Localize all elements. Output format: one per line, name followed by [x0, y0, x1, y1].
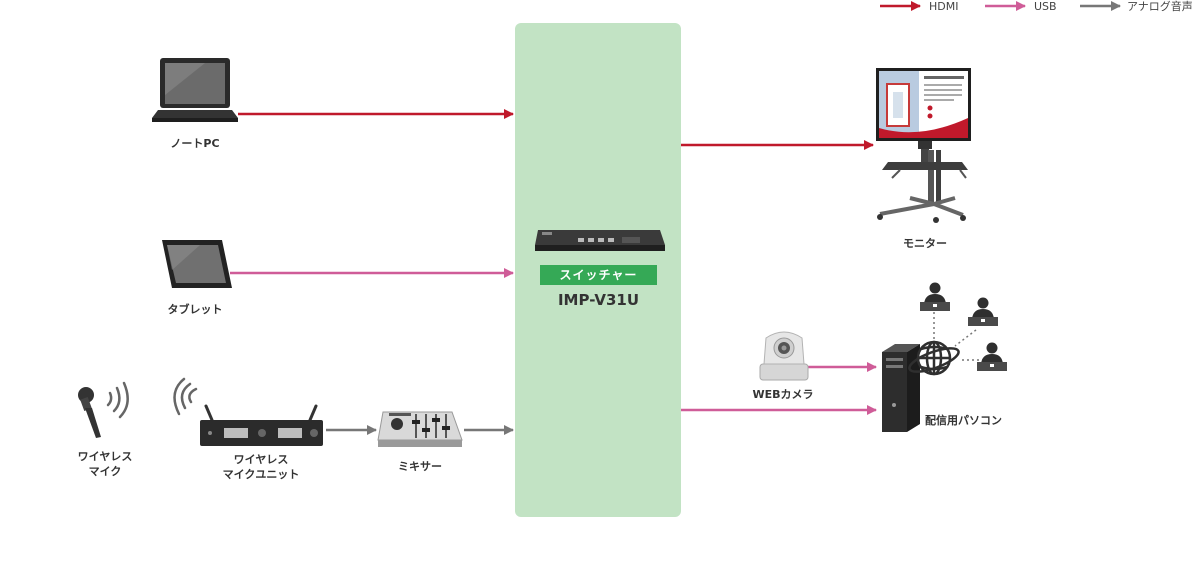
legend-usb-label: USB	[1034, 0, 1057, 13]
wireless-mic-label-line2: マイク	[88, 465, 122, 478]
wireless-unit-label-line2: マイクユニット	[222, 468, 300, 481]
legend-analog-label: アナログ音声	[1127, 0, 1193, 13]
switcher-badge: スイッチャー	[540, 265, 657, 285]
webcam-icon	[759, 331, 809, 381]
wireless-microphone-icon	[78, 387, 101, 438]
pc-label: 配信用パソコン	[925, 414, 1002, 427]
mixer-label: ミキサー	[398, 460, 442, 473]
tablet-icon	[162, 240, 232, 288]
globe-icon	[908, 340, 960, 376]
wireless-receiver-icon	[200, 404, 323, 446]
mixer-icon	[377, 411, 463, 447]
viewer-icon	[968, 297, 998, 326]
laptop-label: ノートPC	[170, 137, 220, 150]
legend-hdmi-label: HDMI	[929, 0, 959, 13]
webcam-label: WEBカメラ	[752, 388, 814, 401]
wireless-mic-label-line1: ワイヤレス	[77, 450, 133, 463]
monitor-icon	[876, 68, 971, 223]
pc-tower-icon	[882, 344, 920, 432]
viewer-icon	[920, 282, 950, 311]
viewer-icon	[977, 342, 1007, 371]
laptop-icon	[152, 58, 238, 122]
monitor-label: モニター	[903, 237, 947, 250]
wireless-signal-icon	[106, 377, 198, 419]
network-links	[933, 312, 984, 361]
switcher-model-name: IMP-V31U	[557, 291, 640, 309]
tablet-label: タブレット	[167, 303, 223, 316]
switcher-device-icon	[535, 230, 665, 251]
wireless-unit-label-line1: ワイヤレス	[233, 453, 289, 466]
